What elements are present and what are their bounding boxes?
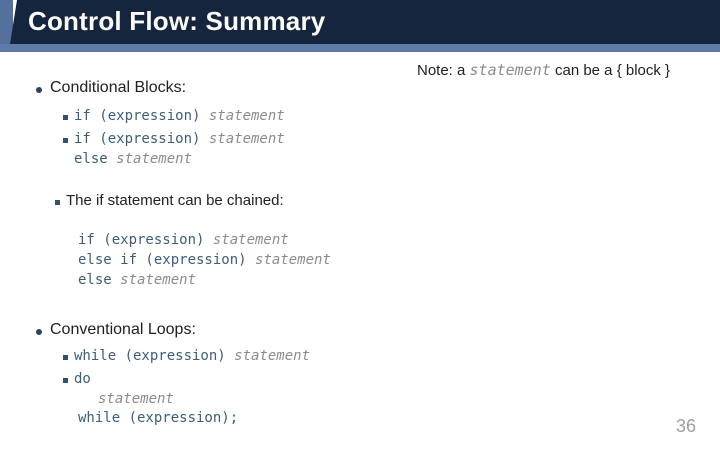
code-statement: statement [208, 108, 285, 124]
code-keyword: while (expression); [78, 410, 239, 426]
code-keyword: else if (expression) [78, 252, 256, 268]
page-title: Control Flow: Summary [28, 6, 326, 36]
code-if-1: if (expression) statement [74, 108, 285, 124]
code-statement: statement [98, 391, 174, 407]
code-chain-3: else statement [78, 272, 196, 288]
code-statement: statement [212, 232, 289, 248]
page-number: 36 [676, 416, 697, 436]
code-statement: statement [255, 252, 331, 268]
section-heading-conditional: Conditional Blocks: [50, 79, 187, 96]
bullet-square-icon [63, 355, 68, 360]
code-keyword: while (expression) [74, 348, 235, 364]
code-statement: statement [234, 348, 311, 364]
note-statement: statement [469, 61, 551, 79]
code-statement: statement [116, 151, 193, 167]
subheading-chained: The if statement can be chained: [66, 192, 284, 209]
code-do: do [74, 371, 91, 387]
code-chain-2: else if (expression) statement [78, 252, 331, 268]
code-do-statement: statement [98, 391, 174, 407]
header-left-accent [0, 0, 13, 52]
bullet-dot-icon [36, 329, 42, 335]
bullet-dot-icon [36, 87, 42, 93]
note-text: Note: a statement can be a { block } [417, 61, 670, 79]
code-keyword: do [74, 371, 91, 387]
code-while: while (expression) statement [74, 348, 310, 364]
code-chain-1: if (expression) statement [78, 232, 289, 248]
code-keyword: if (expression) [74, 131, 209, 147]
note-post: can be a { block } [550, 62, 671, 79]
code-if-2: if (expression) statement [74, 131, 285, 147]
code-keyword: if (expression) [78, 232, 213, 248]
bullet-square-icon [55, 200, 60, 205]
code-statement: statement [208, 131, 285, 147]
section-heading-loops: Conventional Loops: [50, 321, 196, 338]
header-bar [10, 0, 720, 44]
bullet-square-icon [63, 378, 68, 383]
code-keyword: else [74, 151, 117, 167]
header-underline [0, 44, 720, 52]
bullet-square-icon [63, 115, 68, 120]
code-statement: statement [120, 272, 197, 288]
code-keyword: else [78, 272, 121, 288]
note-pre: Note: a [417, 62, 470, 79]
code-do-while: while (expression); [78, 410, 238, 426]
code-keyword: if (expression) [74, 108, 209, 124]
code-else: else statement [74, 151, 192, 167]
bullet-square-icon [63, 138, 68, 143]
